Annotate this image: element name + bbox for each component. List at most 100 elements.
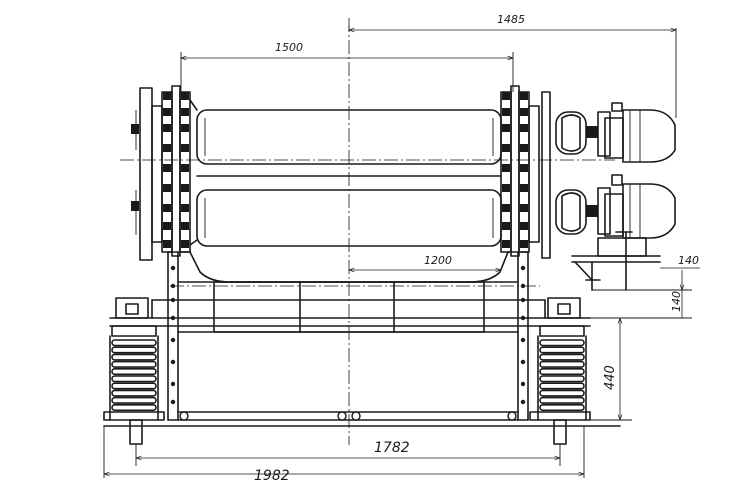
left-spring-support bbox=[103, 297, 165, 445]
lower-coupling bbox=[555, 189, 598, 235]
bolt-head bbox=[163, 124, 171, 132]
bolt-head bbox=[520, 164, 528, 172]
dim-1782: 1782 bbox=[135, 440, 561, 466]
frame-bolt bbox=[170, 359, 176, 365]
bolt-head bbox=[181, 240, 189, 248]
frame-bolt bbox=[170, 337, 176, 343]
base-plate bbox=[103, 425, 621, 478]
spring-coil bbox=[111, 346, 157, 354]
spring-coil bbox=[111, 353, 157, 361]
spring-coil bbox=[111, 367, 157, 376]
bolt-head bbox=[520, 184, 528, 192]
spring-coil bbox=[111, 403, 157, 412]
dim-1200: 1200 bbox=[349, 254, 501, 270]
spring-coil bbox=[539, 353, 585, 361]
bolt-head bbox=[520, 222, 528, 230]
bolt-head bbox=[181, 92, 189, 100]
bolt-head bbox=[520, 92, 528, 100]
spring-coil bbox=[539, 389, 585, 397]
dim-140-right: 140 bbox=[660, 254, 700, 269]
dim-140-right-label: 140 bbox=[678, 254, 699, 267]
bolt-head bbox=[181, 108, 189, 116]
frame-bolt bbox=[170, 283, 176, 289]
dim-440-label: 440 bbox=[603, 365, 618, 390]
spring-coil bbox=[539, 382, 585, 390]
dim-1485-label: 1485 bbox=[497, 13, 525, 26]
frame-bolt bbox=[520, 381, 526, 387]
dim-140-vertical-label: 140 bbox=[670, 291, 683, 312]
spring-coil bbox=[539, 346, 585, 354]
bolt-head bbox=[181, 144, 189, 152]
bolt-head bbox=[163, 204, 171, 212]
bolt-head bbox=[502, 184, 510, 192]
frame-bolt bbox=[520, 399, 526, 405]
bolt-head bbox=[520, 240, 528, 248]
bolt-head bbox=[502, 144, 510, 152]
spring-coil bbox=[111, 382, 157, 390]
bolt-head bbox=[502, 164, 510, 172]
bolt-head bbox=[502, 108, 510, 116]
spring-coil bbox=[539, 360, 585, 368]
hopper-frame bbox=[167, 251, 529, 421]
spring-coil bbox=[111, 339, 157, 347]
frame-bolt bbox=[170, 399, 176, 405]
dim-1500: 1500 bbox=[180, 41, 514, 92]
dim-1782-label: 1782 bbox=[374, 440, 410, 456]
spring-coil bbox=[539, 367, 585, 376]
bolt-head bbox=[163, 108, 171, 116]
dim-1982: 1982 bbox=[104, 468, 584, 484]
support-beam bbox=[109, 299, 591, 327]
bolt-head bbox=[520, 204, 528, 212]
bolt-head bbox=[163, 240, 171, 248]
bolt-head bbox=[181, 204, 189, 212]
upper-coupling bbox=[555, 111, 598, 155]
bolt-head bbox=[181, 222, 189, 230]
bolt-head bbox=[502, 124, 510, 132]
spring-coil bbox=[539, 396, 585, 404]
frame-bolt bbox=[520, 359, 526, 365]
dim-1485: 1485 bbox=[348, 13, 677, 118]
bolt-head bbox=[181, 124, 189, 132]
bolt-head bbox=[502, 240, 510, 248]
spring-coil bbox=[111, 396, 157, 404]
dim-140-vertical: 140 bbox=[590, 270, 692, 319]
frame-bolt bbox=[520, 265, 526, 271]
bolt-head bbox=[163, 164, 171, 172]
motor-bracket bbox=[571, 231, 661, 291]
bolt-head bbox=[502, 92, 510, 100]
frame-bolt bbox=[520, 283, 526, 289]
frame-bolt bbox=[170, 381, 176, 387]
spring-coil bbox=[539, 403, 585, 412]
frame-bolt bbox=[520, 337, 526, 343]
bolt-head bbox=[163, 222, 171, 230]
bolt-head bbox=[181, 184, 189, 192]
flange-bolts bbox=[163, 92, 528, 248]
upper-motor bbox=[597, 102, 676, 163]
bolt-head bbox=[181, 164, 189, 172]
spring-coil bbox=[539, 339, 585, 347]
bolt-head bbox=[520, 124, 528, 132]
frame-bolt bbox=[170, 265, 176, 271]
bolt-head bbox=[502, 204, 510, 212]
bolt-head bbox=[502, 222, 510, 230]
spring-coil bbox=[111, 360, 157, 368]
spring-coil bbox=[539, 375, 585, 383]
spring-coils bbox=[111, 339, 585, 412]
bolt-head bbox=[163, 92, 171, 100]
bolt-head bbox=[163, 184, 171, 192]
bolt-head bbox=[163, 144, 171, 152]
center-lines bbox=[120, 18, 615, 445]
dim-1982-label: 1982 bbox=[254, 468, 290, 484]
bolt-head bbox=[520, 144, 528, 152]
bolt-head bbox=[520, 108, 528, 116]
right-spring-support bbox=[529, 297, 591, 445]
spring-coil bbox=[111, 389, 157, 397]
dim-1200-label: 1200 bbox=[424, 254, 452, 267]
dim-1500-label: 1500 bbox=[275, 41, 303, 54]
left-flange-assembly bbox=[131, 85, 198, 261]
spring-coil bbox=[111, 375, 157, 383]
lower-motor bbox=[597, 174, 676, 239]
frame-side-bolts bbox=[170, 265, 526, 405]
dim-440: 440 bbox=[590, 317, 632, 421]
